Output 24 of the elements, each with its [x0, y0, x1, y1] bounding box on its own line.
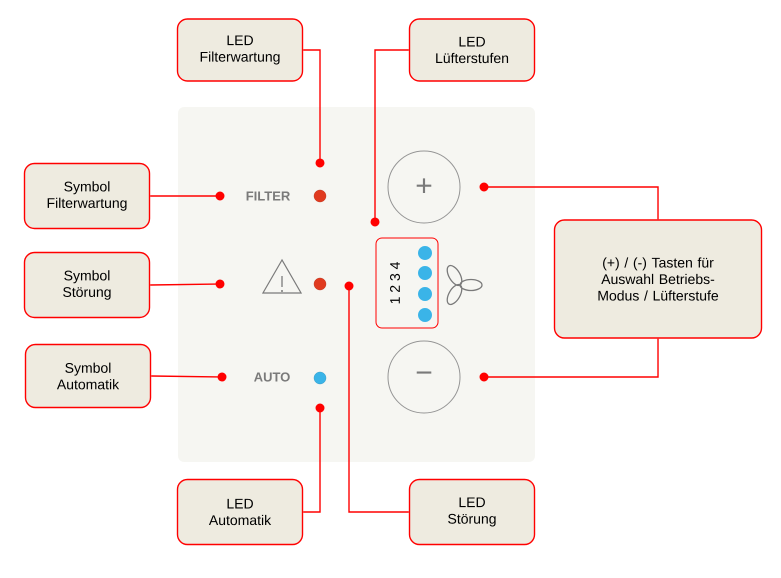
callout-box: LED Lüfterstufen: [408, 18, 536, 82]
callout-box: Symbol Störung: [24, 252, 150, 318]
panel-label: FILTER: [246, 192, 290, 200]
panel-label: AUTO: [254, 372, 290, 382]
callout-box: LED Störung: [408, 478, 536, 546]
callout-box: (+) / (-) Tasten für Auswahl Betriebs-Modus / Lüfterstufe: [554, 219, 762, 339]
round-button: +: [388, 150, 460, 224]
leader-line: [370, 49, 409, 226]
leader-line: [480, 182, 659, 220]
callout-box: LED Automatik: [176, 478, 304, 546]
leader-line: [303, 404, 324, 513]
leader-line: [151, 372, 226, 382]
callout-box: LED Filterwartung: [176, 18, 304, 82]
leader-line: [150, 280, 224, 288]
led-indicator: [314, 372, 326, 384]
callout-box: Symbol Automatik: [24, 344, 152, 408]
led-indicator: [314, 278, 326, 290]
leader-line: [303, 49, 324, 168]
round-button: −: [388, 340, 460, 414]
callout-box: Symbol Filterwartung: [24, 162, 150, 230]
leader-line: [344, 282, 409, 513]
leader-line: [480, 338, 659, 382]
leader-line: [150, 192, 224, 200]
led-indicator: [314, 190, 326, 202]
